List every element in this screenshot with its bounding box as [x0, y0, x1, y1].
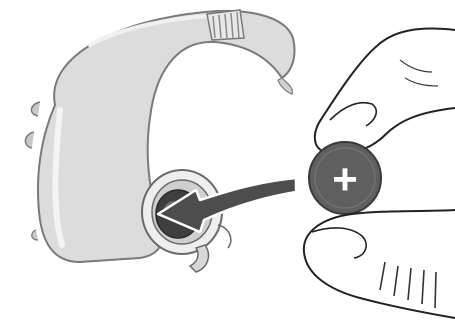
battery-cell-icon: +	[309, 142, 381, 214]
battery-plus-symbol: +	[332, 155, 358, 204]
lower-thumb-icon	[304, 210, 455, 318]
upper-finger-icon	[315, 29, 455, 154]
